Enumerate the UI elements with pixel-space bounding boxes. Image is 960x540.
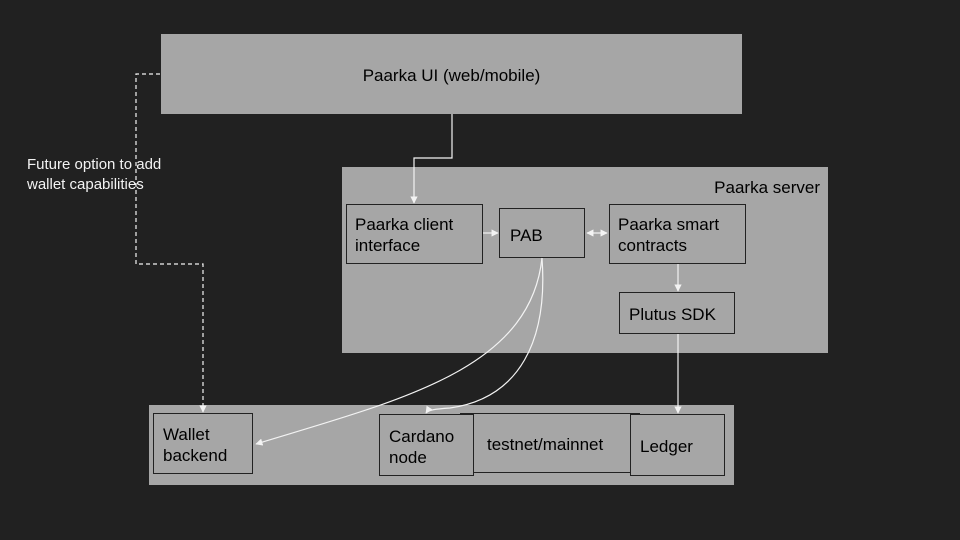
future-wallet-annotation: Future option to add wallet capabilities	[27, 156, 162, 193]
plutus-sdk-box: Plutus SDK	[619, 292, 735, 334]
cardano-node-box: Cardano node	[379, 414, 474, 476]
wallet-backend-label: Wallet backend	[163, 425, 228, 465]
ledger-label: Ledger	[640, 437, 693, 456]
paarka-server-label: Paarka server	[714, 178, 820, 197]
client-interface-label: Paarka client interface	[355, 215, 454, 255]
network-box: testnet/mainnet	[460, 413, 640, 473]
wallet-backend-box: Wallet backend	[153, 413, 253, 474]
edge-pab-to-cardano-node	[425, 257, 544, 414]
edge-ui-to-wallet-backend-dashed	[135, 73, 207, 413]
client-interface-box: Paarka client interface	[346, 204, 483, 264]
ledger-box: Ledger	[630, 414, 725, 476]
pab-box: PAB	[499, 208, 585, 258]
edge-ui-to-client-interface	[410, 114, 453, 204]
smart-contracts-label: Paarka smart contracts	[618, 215, 720, 255]
cardano-node-label: Cardano node	[389, 427, 455, 467]
paarka-ui-box: Paarka UI (web/mobile)	[161, 34, 742, 114]
pab-label: PAB	[510, 226, 543, 245]
plutus-sdk-label: Plutus SDK	[629, 305, 716, 324]
network-label: testnet/mainnet	[487, 435, 604, 454]
edge-pab-to-wallet-backend	[255, 257, 543, 446]
smart-contracts-box: Paarka smart contracts	[609, 204, 746, 264]
paarka-ui-label: Paarka UI (web/mobile)	[362, 66, 541, 85]
